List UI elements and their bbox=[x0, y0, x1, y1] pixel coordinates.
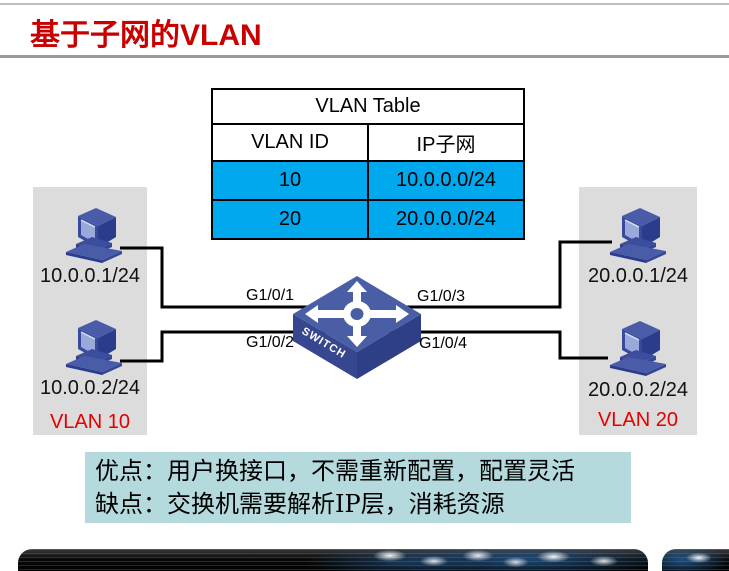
cell-ip-subnet: 10.0.0.0/24 bbox=[367, 160, 525, 201]
cell-ip-subnet: 20.0.0.0/24 bbox=[367, 199, 525, 240]
link-pc2-switch bbox=[120, 330, 345, 363]
cell-vlan-id: 10 bbox=[211, 160, 369, 201]
column-header-ip-subnet: IP子网 bbox=[367, 123, 525, 162]
host-ip-label: 20.0.0.2/24 bbox=[587, 379, 689, 401]
port-label-g104: G1/0/4 bbox=[419, 335, 468, 352]
port-label-g101: G1/0/1 bbox=[246, 287, 295, 304]
notes-box: 优点：用户换接口，不需重新配置，配置灵活 缺点：交换机需要解析IP层，消耗资源 bbox=[85, 452, 631, 523]
pc-icon bbox=[609, 207, 667, 264]
port-label-g103: G1/0/3 bbox=[417, 288, 466, 305]
pc-icon bbox=[65, 207, 123, 264]
port-label-g102: G1/0/2 bbox=[246, 334, 295, 351]
link-pc4-switch bbox=[370, 330, 608, 360]
table-row: VLAN Table bbox=[211, 88, 525, 125]
link-pc3-switch bbox=[370, 240, 612, 309]
bottom-decoration-bar bbox=[18, 549, 648, 571]
host-ip-label: 10.0.0.2/24 bbox=[39, 377, 141, 399]
title-divider bbox=[0, 55, 729, 58]
table-row: 20 20.0.0.0/24 bbox=[211, 199, 525, 240]
table-row: VLAN ID IP子网 bbox=[211, 123, 525, 162]
top-divider bbox=[0, 3, 729, 5]
switch-icon: SWITCH bbox=[293, 276, 421, 379]
vlan20-label: VLAN 20 bbox=[597, 409, 679, 431]
table-title: VLAN Table bbox=[211, 88, 525, 125]
table-row: 10 10.0.0.0/24 bbox=[211, 160, 525, 201]
pc-icon bbox=[609, 320, 667, 377]
host-ip-label: 10.0.0.1/24 bbox=[39, 265, 141, 287]
vlan-table: VLAN Table VLAN ID IP子网 10 10.0.0.0/24 2… bbox=[211, 88, 525, 240]
note-advantage: 优点：用户换接口，不需重新配置，配置灵活 bbox=[95, 457, 575, 485]
column-header-vlan-id: VLAN ID bbox=[211, 123, 369, 162]
note-disadvantage: 缺点：交换机需要解析IP层，消耗资源 bbox=[95, 490, 505, 518]
link-pc1-switch bbox=[120, 246, 345, 309]
page-title: 基于子网的VLAN bbox=[30, 19, 262, 52]
host-ip-label: 20.0.0.1/24 bbox=[587, 265, 689, 287]
pc-icon bbox=[65, 319, 123, 376]
bottom-decoration-bar-right bbox=[662, 549, 729, 571]
cell-vlan-id: 20 bbox=[211, 199, 369, 240]
vlan10-label: VLAN 10 bbox=[49, 411, 131, 433]
